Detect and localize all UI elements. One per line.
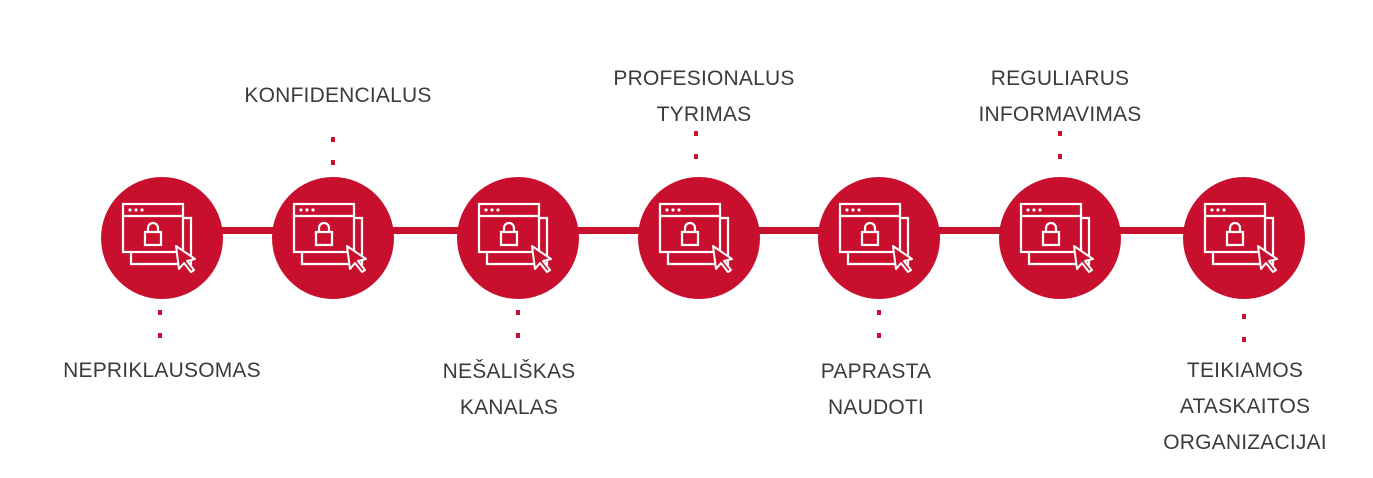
step-2-label: KONFIDENCIALUS bbox=[244, 84, 432, 107]
browser-lock-cursor-icon bbox=[477, 202, 552, 273]
step-7-label: TEIKIAMOS ATASKAITOS ORGANIZACIJAI bbox=[1163, 359, 1327, 454]
step-5-label: PAPRASTA NAUDOTI bbox=[820, 360, 932, 419]
step-7-connector-dots bbox=[1242, 314, 1246, 342]
step-6-circle bbox=[999, 177, 1121, 299]
browser-lock-cursor-icon bbox=[658, 202, 733, 273]
step-5-connector-dots bbox=[877, 310, 881, 338]
step-3-circle bbox=[457, 177, 579, 299]
step-1-connector-dots bbox=[158, 310, 162, 338]
step-4-circle bbox=[638, 177, 760, 299]
step-4-connector-dots bbox=[694, 131, 698, 159]
step-3-connector-dots bbox=[516, 310, 520, 338]
browser-lock-cursor-icon bbox=[1019, 202, 1094, 273]
step-6-connector-dots bbox=[1058, 131, 1062, 159]
step-7-circle bbox=[1183, 177, 1305, 299]
step-2-circle bbox=[272, 177, 394, 299]
browser-lock-cursor-icon bbox=[121, 202, 196, 273]
browser-lock-cursor-icon bbox=[1203, 202, 1278, 273]
step-2-connector-dots bbox=[331, 137, 335, 165]
step-1-circle bbox=[101, 177, 223, 299]
step-3-label: NEŠALIŠKAS KANALAS bbox=[442, 360, 576, 419]
step-4-label: PROFESIONALUS TYRIMAS bbox=[613, 67, 795, 126]
step-5-circle bbox=[818, 177, 940, 299]
browser-lock-cursor-icon bbox=[838, 202, 913, 273]
step-6-label: REGULIARUS INFORMAVIMAS bbox=[978, 67, 1142, 126]
step-1-label: NEPRIKLAUSOMAS bbox=[63, 359, 261, 382]
browser-lock-cursor-icon bbox=[292, 202, 367, 273]
